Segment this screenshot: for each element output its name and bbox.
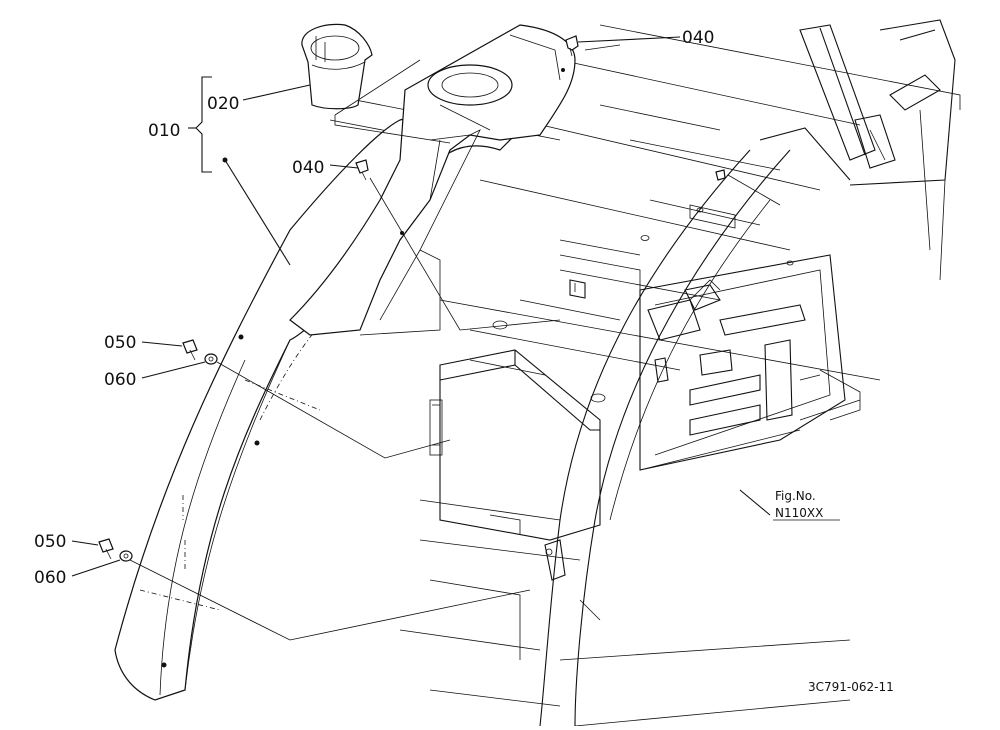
callout-050-upper: 050 bbox=[104, 333, 136, 353]
rops-pillar bbox=[799, 19, 956, 281]
bolt-050-lower bbox=[98, 538, 114, 560]
callout-060-upper: 060 bbox=[104, 370, 136, 390]
clip-040-middle bbox=[355, 159, 369, 181]
clip-040-right bbox=[715, 169, 726, 181]
side-panel bbox=[639, 254, 846, 471]
fig-ref-line1: Fig.No. bbox=[775, 489, 816, 503]
callout-060-lower: 060 bbox=[34, 568, 66, 588]
washer-060-upper bbox=[204, 353, 218, 365]
battery-box bbox=[429, 349, 601, 541]
drawing-number: 3C791-062-11 bbox=[808, 680, 894, 694]
washer-060-lower bbox=[119, 550, 133, 562]
rear-fender-frame bbox=[539, 127, 851, 727]
callout-010: 010 bbox=[148, 121, 180, 141]
callout-040-middle: 040 bbox=[292, 158, 324, 178]
chassis-frame bbox=[329, 24, 961, 707]
bolt-050-upper bbox=[182, 339, 198, 361]
clip-040-upper bbox=[565, 35, 579, 57]
figure-reference: Fig.No. N110XX bbox=[773, 489, 840, 521]
fig-ref-line2: N110XX bbox=[775, 506, 823, 520]
leader-lines bbox=[71, 36, 781, 641]
part-020-cup-holder bbox=[301, 23, 373, 110]
callout-labels: 020 010 040 040 050 060 050 060 bbox=[34, 28, 714, 588]
callout-050-lower: 050 bbox=[34, 532, 66, 552]
part-010-fender-panel bbox=[114, 109, 522, 701]
callout-020: 020 bbox=[207, 94, 239, 114]
callout-040-upper: 040 bbox=[682, 28, 714, 48]
